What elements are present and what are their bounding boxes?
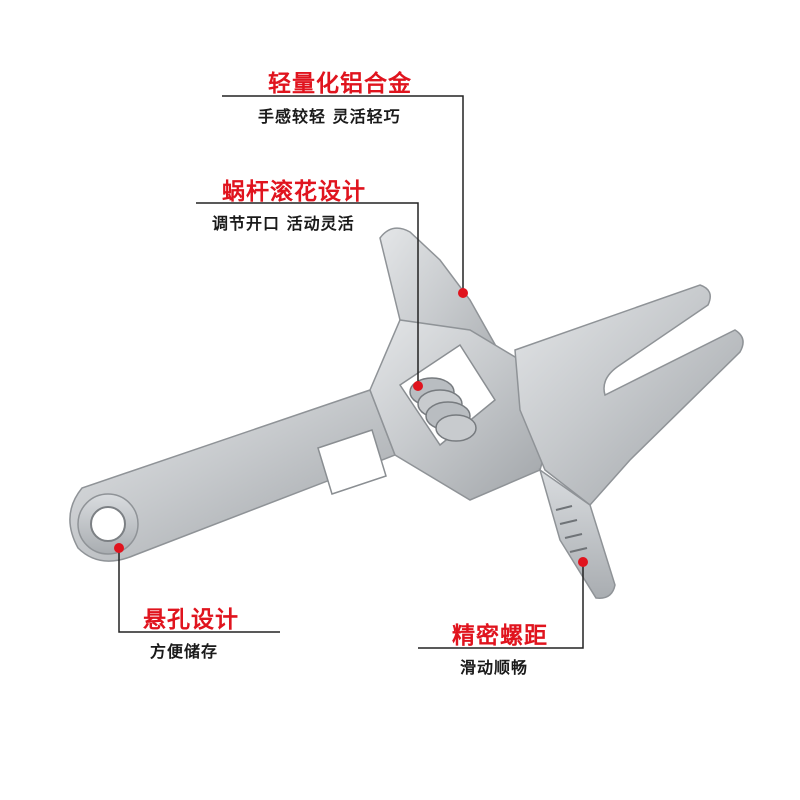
hanging-hole [90,506,126,542]
callout-alloy-subtitle: 手感较轻 灵活轻巧 [258,107,401,126]
leader-line-thread [418,562,584,649]
leader-line-alloy [222,95,464,290]
handle-slot [317,429,387,495]
marker-dot-alloy [458,288,468,298]
fork-jaw-outer [514,284,744,507]
callout-alloy-title: 轻量化铝合金 [268,71,412,97]
callout-hole-subtitle: 方便储存 [150,642,219,661]
leader-line-hole [118,548,280,633]
wrench-handle [69,389,396,562]
callout-worm-title: 蜗杆滚花设计 [222,179,366,205]
leader-line-worm [196,202,419,385]
rack-teeth [555,505,588,553]
marker-dot-worm [413,381,423,391]
marker-dot-thread [578,557,588,567]
callout-worm-subtitle: 调节开口 活动灵活 [212,214,355,233]
callout-thread-subtitle: 滑动顺畅 [460,658,529,677]
callout-thread-title: 精密螺距 [452,623,548,649]
callout-hole-title: 悬孔设计 [143,607,239,633]
marker-dot-hole [114,543,124,553]
